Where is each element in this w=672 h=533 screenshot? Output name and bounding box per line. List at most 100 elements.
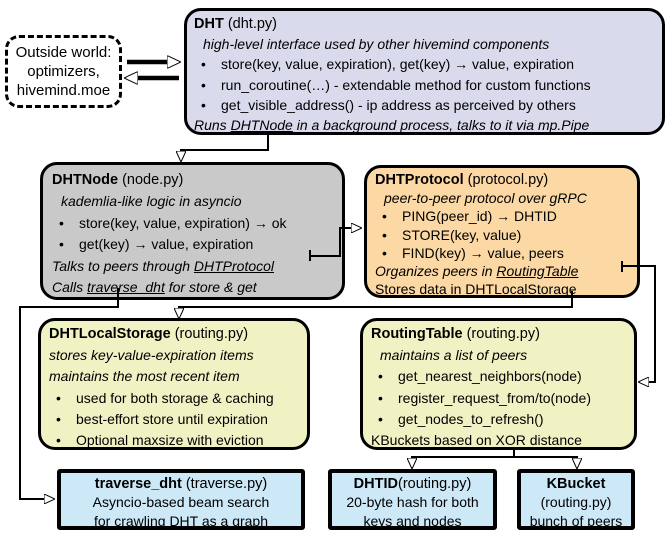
dhtprotocol-note-2-pre: Stores data in DHT — [375, 281, 495, 298]
routingtable-bullet-3: • get_nodes_to_refresh() — [371, 409, 626, 430]
outside-world-line3: hivemind.moe — [16, 82, 111, 99]
localstorage-bullet-3: • Optional maxsize with eviction — [49, 430, 299, 451]
dht-file-name: (dht.py) — [223, 16, 277, 32]
localstorage-bullet-3-text: Optional maxsize with eviction — [76, 432, 264, 449]
dhtprotocol-bullet-2-text: STORE(key, value) — [402, 226, 522, 243]
dhtprotocol-bullet-3-text: FIND(key) → value, peers — [402, 244, 564, 261]
traverse-file-name: (traverse.py) — [181, 476, 268, 492]
dhtnode-file-name: (node.py) — [118, 172, 184, 188]
traverse-title-line: traverse_dht (traverse.py) — [61, 475, 301, 493]
dhtprotocol-bullet-1-text: PING(peer_id) → DHTID — [402, 208, 557, 225]
localstorage-subtitle-2: maintains the most recent item — [49, 368, 240, 385]
dhtnode-note-2-post: for store & get — [164, 279, 257, 296]
dhtprotocol-bullet-1: • PING(peer_id) → DHTID — [375, 207, 629, 225]
routingtable-bullet-2: • register_request_from/to(node) — [371, 388, 626, 409]
dhtprotocol-note-2: Stores data in DHTLocalStorage — [375, 280, 629, 298]
dhtid-line-3: keys and nodes — [363, 512, 462, 529]
localstorage-bullet-1-text: used for both storage & caching — [76, 389, 274, 406]
routingtable-class-name: RoutingTable — [371, 326, 463, 342]
localstorage-reference: LocalStorage — [494, 281, 577, 298]
dhtprotocol-file-name: (protocol.py) — [463, 172, 549, 188]
bullet-icon: • — [56, 432, 61, 449]
localstorage-bullet-2-text: best-effort store until expiration — [76, 410, 268, 427]
localstorage-class-name: DHTLocalStorage — [49, 326, 171, 342]
dhtprotocol-note-1: Organizes peers in RoutingTable — [375, 262, 629, 280]
dht-bullet-1-text: store(key, value, expiration), get(key) … — [221, 56, 575, 73]
traverse-line-2: Asyncio-based beam search — [92, 494, 270, 511]
dht-class-name: DHT — [194, 16, 224, 32]
localstorage-file-name: (routing.py) — [170, 326, 249, 342]
traverse-function-name: traverse_dht — [94, 476, 182, 492]
localstorage-subtitle-1: stores key-value-expiration items — [49, 347, 254, 364]
dhtprotocol-subtitle: peer-to-peer protocol over gRPC — [384, 190, 587, 207]
dht-title-line: DHT (dht.py) — [194, 14, 655, 34]
bullet-icon: • — [201, 56, 206, 73]
traverse-dht-reference: traverse_dht — [87, 279, 165, 296]
dhtprotocol-bullet-2: •STORE(key, value) — [375, 226, 629, 244]
bullet-icon: • — [382, 208, 387, 225]
routingtable-title-line: RoutingTable (routing.py) — [371, 324, 626, 345]
routingtable-subtitle: maintains a list of peers — [380, 347, 528, 364]
dhtid-file-name: (routing.py) — [397, 476, 472, 492]
bullet-icon: • — [382, 244, 387, 261]
bullet-icon: • — [378, 410, 383, 427]
traverse-dht-box: traverse_dht (traverse.py) Asyncio-based… — [57, 469, 305, 530]
bullet-icon: • — [59, 214, 64, 231]
dhtid-box: DHTID(routing.py) 20-byte hash for both … — [328, 469, 497, 530]
dhtid-class-name: DHTID — [353, 476, 398, 492]
routingtable-bullet-1-text: get_nearest_neighbors(node) — [398, 368, 582, 385]
dhtnode-reference: DHTNode — [230, 117, 293, 134]
dht-footer: Runs DHTNode in a background process, ta… — [194, 115, 655, 135]
bullet-icon: • — [201, 76, 206, 93]
dht-bullet-2: • run_coroutine(…) - extendable method fo… — [194, 75, 655, 95]
dhtnode-bullet-2-text: get(key) → value, expiration — [79, 236, 254, 253]
routingtable-reference: RoutingTable — [496, 263, 579, 280]
dht-bullet-3-text: get_visible_address() - ip address as pe… — [221, 96, 576, 113]
dht-bullet-2-text: run_coroutine(…) - extendable method for… — [221, 76, 591, 93]
routingtable-footer: KBuckets based on XOR distance — [371, 432, 582, 449]
dht-box: DHT (dht.py) high-level interface used b… — [184, 8, 665, 135]
dhtprotocol-note-1-pre: Organizes peers in — [375, 263, 497, 280]
kbucket-line-3: bunch of peers — [529, 512, 623, 529]
routingtable-file-name: (routing.py) — [462, 326, 540, 342]
dhtid-line-2: 20-byte hash for both — [346, 494, 479, 511]
bullet-icon: • — [201, 96, 206, 113]
dhtid-title-line: DHTID(routing.py) — [332, 475, 493, 493]
localstorage-bullet-2: • best-effort store until expiration — [49, 409, 299, 430]
traverse-line-3: for crawling DHT as a graph — [93, 512, 269, 529]
dhtnode-class-name: DHTNode — [52, 172, 119, 188]
routingtable-bullet-2-text: register_request_from/to(node) — [398, 389, 591, 406]
dhtnode-bullet-1: •store(key, value, expiration) → ok — [52, 213, 333, 234]
kbucket-file-name: (routing.py) — [540, 494, 612, 511]
routingtable-bullet-1: • get_nearest_neighbors(node) — [371, 366, 626, 387]
outside-world-line1: Outside world: — [15, 44, 112, 61]
dht-bullet-1: • store(key, value, expiration), get(key)… — [194, 54, 655, 74]
kbucket-class-name: KBucket — [546, 476, 606, 492]
outside-world-box: Outside world: optimizers, hivemind.moe — [5, 35, 122, 108]
dhtnode-box: DHTNode (node.py) kademlia-like logic in… — [40, 162, 345, 300]
outside-world-line2: optimizers, — [27, 63, 100, 80]
kbucket-box: KBucket (routing.py) bunch of peers — [517, 469, 635, 530]
dhtprotocol-bullet-3: • FIND(key) → value, peers — [375, 244, 629, 262]
dhtlocalstorage-box: DHTLocalStorage (routing.py) stores key-… — [38, 318, 310, 450]
bullet-icon: • — [59, 236, 64, 253]
dht-footer-post: in a background process, talks to it via… — [292, 117, 590, 134]
bullet-icon: • — [378, 389, 383, 406]
routingtable-box: RoutingTable (routing.py) maintains a li… — [360, 318, 637, 450]
dhtprotocol-reference: DHTProtocol — [193, 257, 275, 274]
localstorage-bullet-1: •used for both storage & caching — [49, 388, 299, 409]
bullet-icon: • — [56, 410, 61, 427]
dhtnode-bullet-2: • get(key) → value, expiration — [52, 234, 333, 255]
bullet-icon: • — [378, 368, 383, 385]
localstorage-title-line: DHTLocalStorage (routing.py) — [49, 324, 299, 345]
dhtnode-note-2: Calls traverse_dht for store & get — [52, 277, 333, 298]
dhtnode-note-1: Talks to peers through DHTProtocol — [52, 256, 333, 277]
dhtprotocol-box: DHTProtocol (protocol.py) peer-to-peer p… — [364, 165, 640, 298]
dhtnode-note-1-pre: Talks to peers through — [52, 257, 194, 274]
dhtnode-title-line: DHTNode (node.py) — [52, 170, 333, 191]
routingtable-bullet-3-text: get_nodes_to_refresh() — [398, 410, 544, 427]
dhtnode-subtitle: kademlia-like logic in asyncio — [61, 193, 242, 210]
dhtprotocol-class-name: DHTProtocol — [375, 172, 464, 188]
dht-subtitle: high-level interface used by other hivem… — [203, 36, 550, 53]
